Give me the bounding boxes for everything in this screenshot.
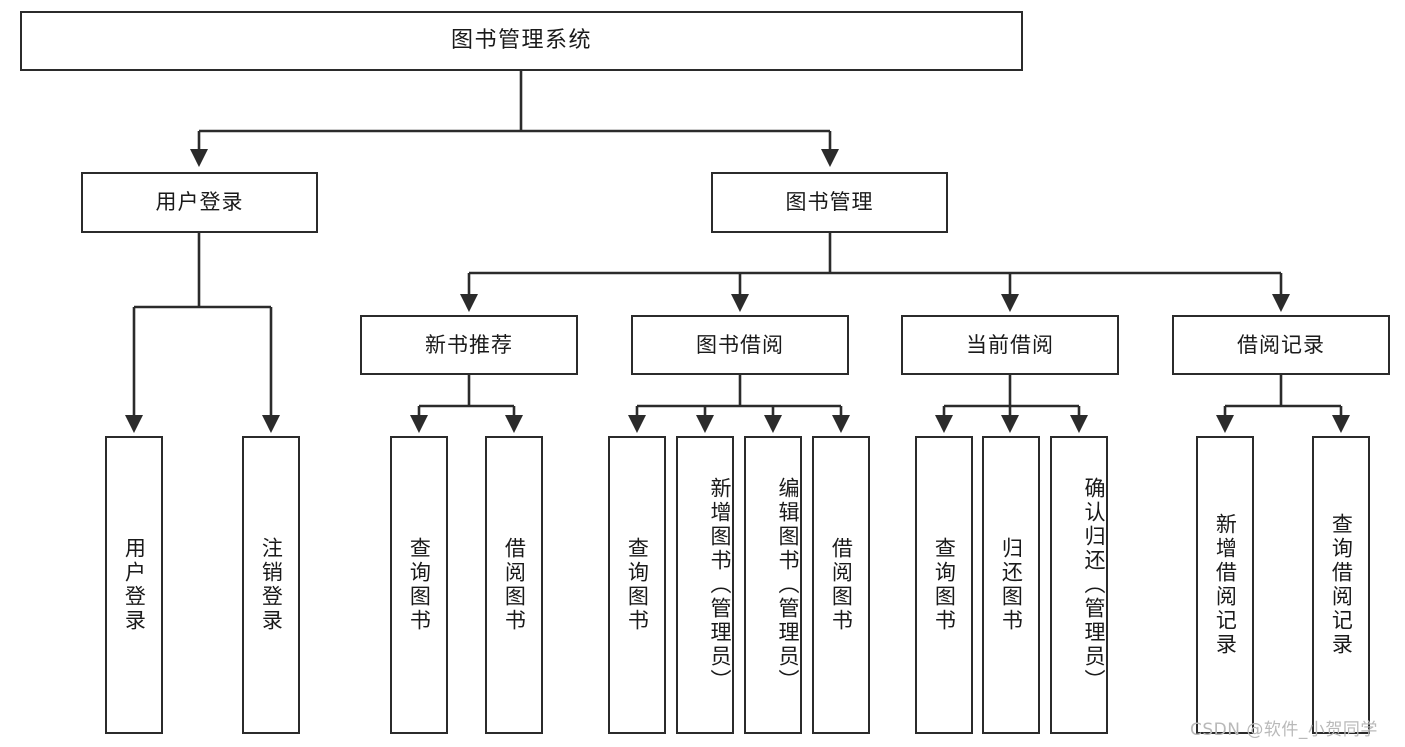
node-label: 用户登录 [122, 537, 147, 633]
node-new-book-recommend[interactable]: 新书推荐 [360, 315, 578, 375]
node-label: 新增图书（管理员） [708, 477, 732, 693]
leaf-user-login-logout[interactable]: 注销登录 [242, 436, 300, 734]
node-label: 查询图书 [407, 537, 432, 633]
leaf-new-book-borrow-book[interactable]: 借阅图书 [485, 436, 543, 734]
node-label: 用户登录 [155, 190, 244, 215]
node-label: 查询图书 [625, 537, 650, 633]
leaf-new-book-query-book[interactable]: 查询图书 [390, 436, 448, 734]
node-label: 当前借阅 [966, 332, 1054, 357]
leaf-current-borrow-query-book[interactable]: 查询图书 [915, 436, 973, 734]
leaf-book-borrow-add-book-admin[interactable]: 新增图书（管理员） [676, 436, 734, 734]
node-label: 图书管理 [785, 190, 874, 215]
node-borrow-record[interactable]: 借阅记录 [1172, 315, 1390, 375]
node-label: 确认归还（管理员） [1082, 477, 1106, 693]
leaf-book-borrow-edit-book-admin[interactable]: 编辑图书（管理员） [744, 436, 802, 734]
leaf-book-borrow-borrow-book[interactable]: 借阅图书 [812, 436, 870, 734]
node-user-login[interactable]: 用户登录 [81, 172, 318, 233]
node-label: 新增借阅记录 [1213, 513, 1238, 657]
csdn-watermark: CSDN @软件_小贺同学 [1190, 720, 1378, 740]
node-label: 查询借阅记录 [1329, 513, 1354, 657]
node-label: 借阅图书 [829, 537, 854, 633]
node-label: 查询图书 [932, 537, 957, 633]
node-label: 借阅记录 [1237, 332, 1325, 357]
node-label: 编辑图书（管理员） [776, 477, 800, 693]
leaf-user-login-login[interactable]: 用户登录 [105, 436, 163, 734]
node-label: 注销登录 [259, 537, 284, 633]
leaf-borrow-record-query-record[interactable]: 查询借阅记录 [1312, 436, 1370, 734]
leaf-current-borrow-confirm-return-admin[interactable]: 确认归还（管理员） [1050, 436, 1108, 734]
leaf-current-borrow-return-book[interactable]: 归还图书 [982, 436, 1040, 734]
node-label: 新书推荐 [425, 332, 513, 357]
leaf-book-borrow-query-book[interactable]: 查询图书 [608, 436, 666, 734]
node-book-management[interactable]: 图书管理 [711, 172, 948, 233]
node-label: 图书借阅 [696, 332, 784, 357]
node-root-book-management-system[interactable]: 图书管理系统 [20, 11, 1023, 71]
node-label: 图书管理系统 [450, 28, 592, 54]
node-current-borrow[interactable]: 当前借阅 [901, 315, 1119, 375]
node-label: 归还图书 [999, 537, 1024, 633]
leaf-borrow-record-add-record[interactable]: 新增借阅记录 [1196, 436, 1254, 734]
node-label: 借阅图书 [502, 537, 527, 633]
node-book-borrow[interactable]: 图书借阅 [631, 315, 849, 375]
